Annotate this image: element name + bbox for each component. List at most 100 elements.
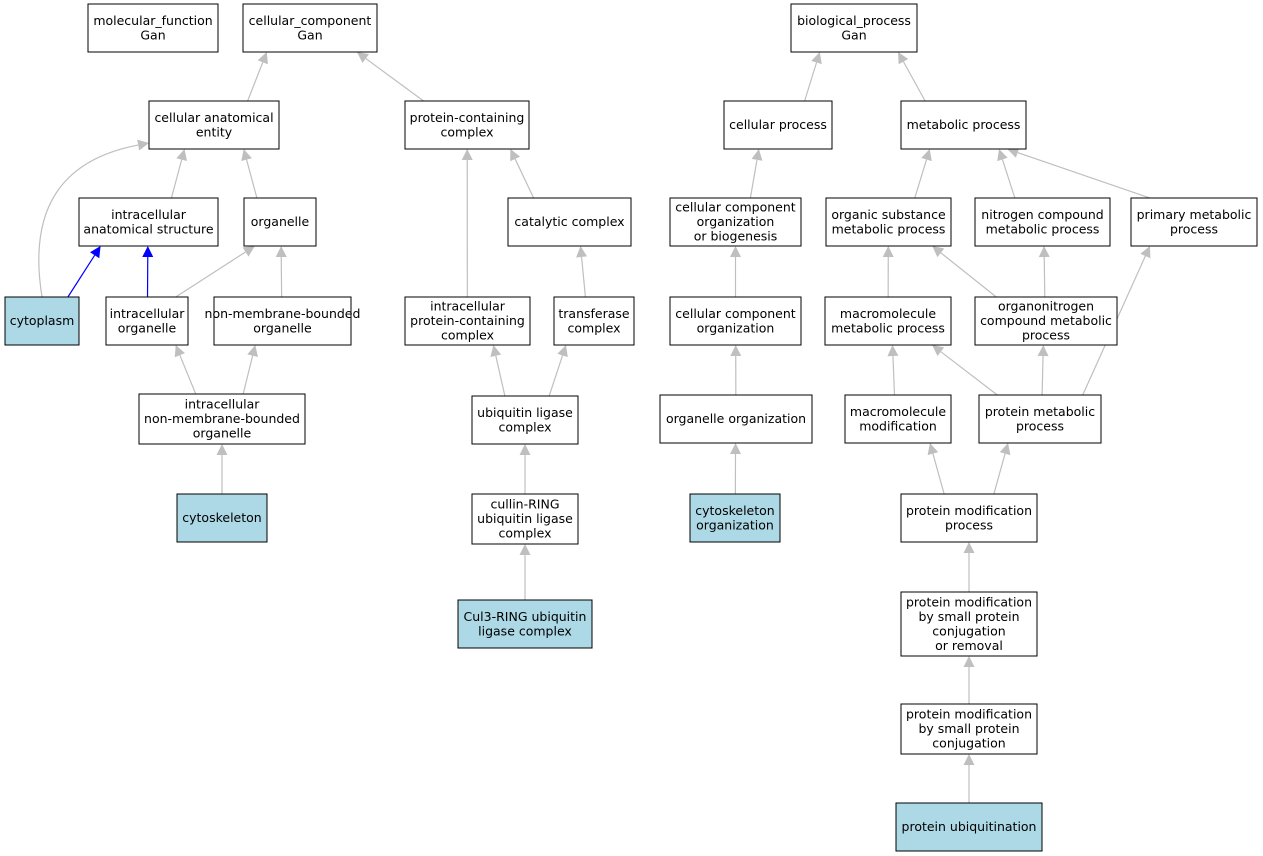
edge-cyto-to-ias — [67, 246, 101, 298]
node-box — [900, 493, 1038, 543]
node-box — [895, 802, 1043, 852]
node-label-line: process — [1022, 328, 1070, 343]
node-label-line: entity — [196, 124, 233, 139]
node-catc[interactable]: catalytic complex — [507, 197, 632, 247]
node-label-line: organization — [697, 214, 775, 229]
node-label-line: cytoskeleton — [182, 510, 261, 525]
node-box — [105, 296, 189, 346]
edge-inmbo-to-iorg — [174, 345, 197, 395]
edge-tfc-to-catc — [576, 246, 588, 298]
node-box — [78, 197, 219, 247]
node-label-line: non-membrane-bounded — [205, 306, 361, 321]
edge-pu-to-pmspc — [963, 754, 975, 803]
node-box — [974, 296, 1118, 346]
node-label-line: intracellular — [111, 207, 187, 222]
edge-cul3-to-crulc — [519, 544, 531, 600]
node-label-line: cellular anatomical — [154, 110, 273, 125]
node-box — [404, 100, 530, 150]
edge-protmp-to-mmp — [932, 345, 998, 396]
edges-layer — [38, 52, 1151, 803]
node-label-line: metabolic process — [986, 221, 1100, 236]
node-oo[interactable]: organelle organization — [659, 394, 813, 444]
node-box — [659, 394, 813, 444]
node-label-line: organonitrogen — [998, 299, 1094, 314]
node-label-line: protein metabolic — [985, 404, 1095, 419]
edge-inmbo-to-nmbo — [242, 345, 258, 395]
node-label-line: process — [1016, 418, 1064, 433]
node-box — [825, 197, 952, 247]
node-label-line: modification — [859, 418, 937, 433]
node-label-line: by small protein — [918, 721, 1019, 736]
node-mp[interactable]: metabolic process — [900, 100, 1027, 150]
edge-pmodp-to-protmp — [993, 443, 1011, 495]
node-label-line: biological_process — [797, 13, 911, 28]
node-inmbo[interactable]: intracellularnon-membrane-boundedorganel… — [138, 393, 306, 445]
edge-cytosk-to-inmbo — [216, 444, 228, 494]
node-label-line: molecular_function — [93, 13, 212, 28]
edge-catc-to-pcc — [510, 149, 535, 199]
node-label-line: transferase — [558, 306, 630, 321]
node-label-line: organelle — [251, 214, 310, 229]
node-box — [824, 296, 952, 346]
edge-cae-to-cc — [247, 52, 268, 102]
node-box — [87, 3, 219, 53]
node-cp[interactable]: cellular process — [723, 100, 833, 150]
node-label-line: cellular process — [729, 117, 827, 132]
node-box — [471, 493, 579, 545]
node-label-line: organelle — [253, 320, 312, 335]
edge-ulc-to-tfc — [548, 345, 568, 397]
node-label-line: complex — [568, 320, 621, 335]
node-cytosk[interactable]: cytoskeleton — [176, 493, 268, 543]
node-box — [457, 599, 593, 649]
node-label-line: macromolecule — [840, 306, 936, 321]
edge-pmodp-to-mm — [927, 443, 945, 495]
edge-org-to-cae — [241, 149, 258, 199]
node-label-line: primary metabolic — [1137, 207, 1252, 222]
node-org[interactable]: organelle — [243, 197, 317, 247]
node-label-line: Gan — [297, 27, 322, 42]
node-box — [213, 296, 352, 346]
node-box — [148, 100, 280, 150]
node-label-line: process — [1170, 221, 1218, 236]
node-label-line: protein-containing — [410, 313, 525, 328]
node-label-line: cellular component — [675, 306, 795, 321]
node-label-line: metabolic process — [832, 221, 946, 236]
node-cyto[interactable]: cytoplasm — [4, 296, 80, 346]
nodes-layer: molecular_functionGancellular_componentG… — [4, 3, 1258, 852]
node-label-line: nitrogen compound — [981, 207, 1103, 222]
node-pu[interactable]: protein ubiquitination — [895, 802, 1043, 852]
node-label-line: complex — [441, 328, 494, 343]
node-label-line: organic substance — [831, 207, 946, 222]
node-label-line: or removal — [935, 638, 1003, 653]
edge-protmp-to-oncmp — [1037, 345, 1049, 396]
node-box — [900, 703, 1038, 755]
node-box — [404, 296, 531, 346]
